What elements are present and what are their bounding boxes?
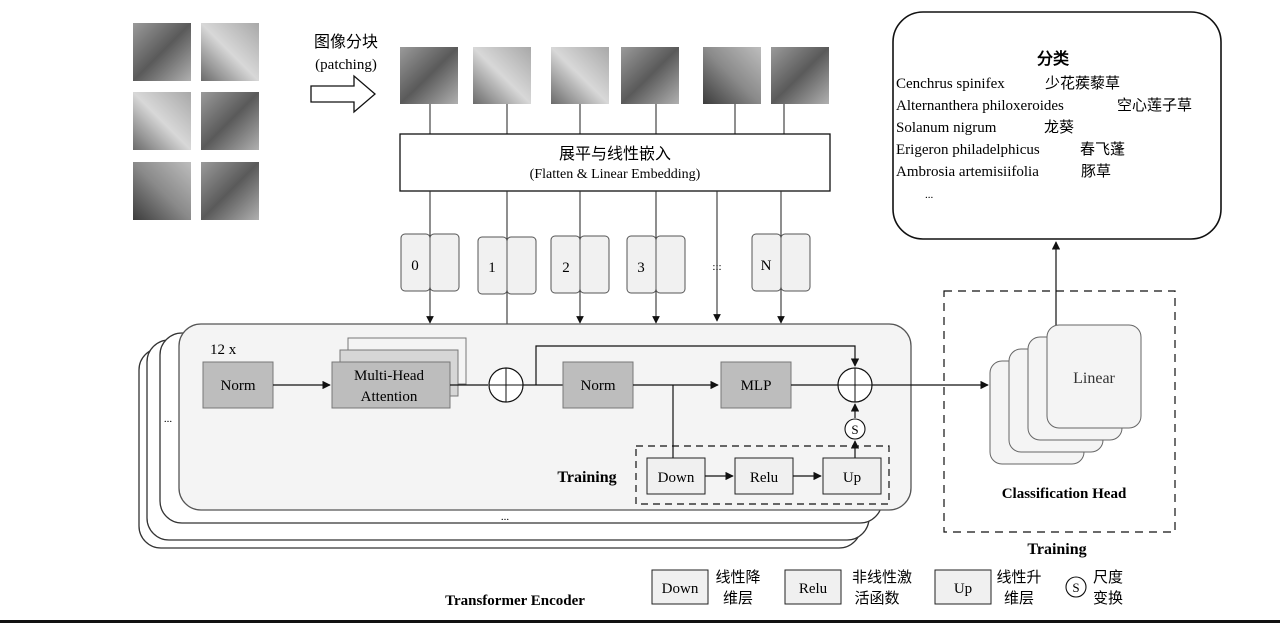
source-patch <box>133 92 191 150</box>
token-label: 0 <box>411 258 419 274</box>
class-latin: Cenchrus spinifex <box>896 76 1005 92</box>
scale-label: S <box>851 422 858 437</box>
patch <box>551 47 609 104</box>
patch-sequence <box>400 47 829 104</box>
encoder-ellipsis-left: ... <box>164 413 173 425</box>
svg-text:Relu: Relu <box>799 581 828 597</box>
class-cn: 少花蒺藜草 <box>1045 75 1120 92</box>
token-box: 0 <box>400 233 460 292</box>
residual-connection <box>535 345 860 385</box>
flatten-embedding-box <box>399 133 831 192</box>
norm-label: Norm <box>221 378 256 394</box>
repeat-label: 12 x <box>210 342 237 358</box>
svg-text:Down: Down <box>662 581 699 597</box>
source-patch <box>201 92 259 150</box>
token-box: 2 <box>550 235 610 294</box>
svg-text:变换: 变换 <box>1093 590 1123 607</box>
svg-text:Up: Up <box>954 581 972 597</box>
svg-text:尺度: 尺度 <box>1093 569 1123 586</box>
encoder-title: Transformer Encoder <box>445 593 585 609</box>
head-training-region <box>943 290 1176 533</box>
token-box: 3 <box>626 235 686 294</box>
bottom-divider <box>0 620 1280 623</box>
norm-block <box>202 361 274 409</box>
source-patch <box>201 162 259 220</box>
source-patch <box>201 23 259 81</box>
classification-head: Linear Classification Head Training <box>943 241 1176 558</box>
adapter-training-region <box>635 445 890 505</box>
svg-text:维层: 维层 <box>1004 590 1034 607</box>
token-box: 1 <box>477 236 537 295</box>
embedding-label-en: (Flatten & Linear Embedding) <box>530 167 701 182</box>
patch <box>473 47 531 104</box>
transformer-encoder: ... ... 12 x Norm Multi-Head Attention N… <box>138 323 989 609</box>
token-label: 1 <box>488 260 496 276</box>
class-cn: 龙葵 <box>1044 119 1074 136</box>
token-label: 2 <box>562 260 570 276</box>
patch <box>771 47 829 104</box>
encoder-ellipsis-bottom: ... <box>501 511 510 523</box>
source-image-patches <box>133 23 259 220</box>
scale-icon: S <box>844 418 866 440</box>
token-boxes: 0 1 2 3 ::: N <box>400 233 811 295</box>
classes-box: 分类 Cenchrus spinifex 少花蒺藜草 Alternanthera… <box>892 11 1222 240</box>
token-label: 3 <box>637 260 645 276</box>
up-block <box>822 457 882 495</box>
head-training-label: Training <box>1027 541 1086 558</box>
class-latin: Alternanthera philoxeroides <box>896 98 1064 114</box>
relu-block <box>734 457 794 495</box>
legend-item-up: Up 线性升 维层 <box>934 569 1042 607</box>
class-cn: 空心莲子草 <box>1117 97 1192 114</box>
patching-arrow-icon <box>310 74 376 114</box>
linear-block <box>1046 324 1142 429</box>
mlp-block <box>720 361 792 409</box>
legend-item-relu: Relu 非线性激 活函数 <box>784 569 912 607</box>
patch-connectors <box>429 104 785 134</box>
patching-label-cn: 图像分块 <box>314 33 378 51</box>
class-latin: Erigeron philadelphicus <box>896 142 1040 158</box>
legend-item-scale: S 尺度 变换 <box>1065 569 1123 607</box>
source-patch <box>133 162 191 220</box>
down-label: Down <box>658 470 695 486</box>
adapter-training-label: Training <box>557 469 616 486</box>
svg-text:线性升: 线性升 <box>996 569 1041 586</box>
class-latin: Ambrosia artemisiifolia <box>896 164 1039 180</box>
linear-label: Linear <box>1073 370 1115 387</box>
svg-text:维层: 维层 <box>723 590 753 607</box>
patch <box>703 47 761 104</box>
class-cn: 春飞蓬 <box>1080 141 1125 158</box>
down-block <box>646 457 706 495</box>
embedding-label-cn: 展平与线性嵌入 <box>559 145 671 163</box>
classes-title: 分类 <box>1037 49 1070 68</box>
class-latin: Solanum nigrum <box>896 120 997 136</box>
patch <box>400 47 458 104</box>
source-patch <box>133 23 191 81</box>
class-cn: 豚草 <box>1081 163 1111 180</box>
legend-item-down: Down 线性降 维层 <box>651 569 761 607</box>
patch <box>621 47 679 104</box>
token-ellipsis: ::: <box>712 261 721 273</box>
svg-text:S: S <box>1072 580 1079 595</box>
add-icon <box>837 367 873 403</box>
mlp-label: MLP <box>741 378 772 394</box>
svg-text:活函数: 活函数 <box>854 590 899 607</box>
add-icon <box>488 367 524 403</box>
svg-text:非线性激: 非线性激 <box>852 569 912 586</box>
head-title: Classification Head <box>1002 486 1127 502</box>
encoder-panel <box>178 323 912 511</box>
svg-text:线性降: 线性降 <box>715 569 760 586</box>
norm-label: Norm <box>581 378 616 394</box>
mha-label-line2: Attention <box>361 389 418 405</box>
relu-label: Relu <box>750 470 779 486</box>
legend: Down 线性降 维层 Relu 非线性激 活函数 Up 线性升 维层 S 尺度… <box>651 569 1123 607</box>
up-label: Up <box>843 470 861 486</box>
classes-more: ... <box>925 189 934 201</box>
token-label: N <box>761 258 772 274</box>
multi-head-attention-block <box>331 361 451 409</box>
patching-label-en: (patching) <box>315 57 377 73</box>
mha-label-line1: Multi-Head <box>354 368 424 384</box>
token-box: N <box>751 233 811 292</box>
